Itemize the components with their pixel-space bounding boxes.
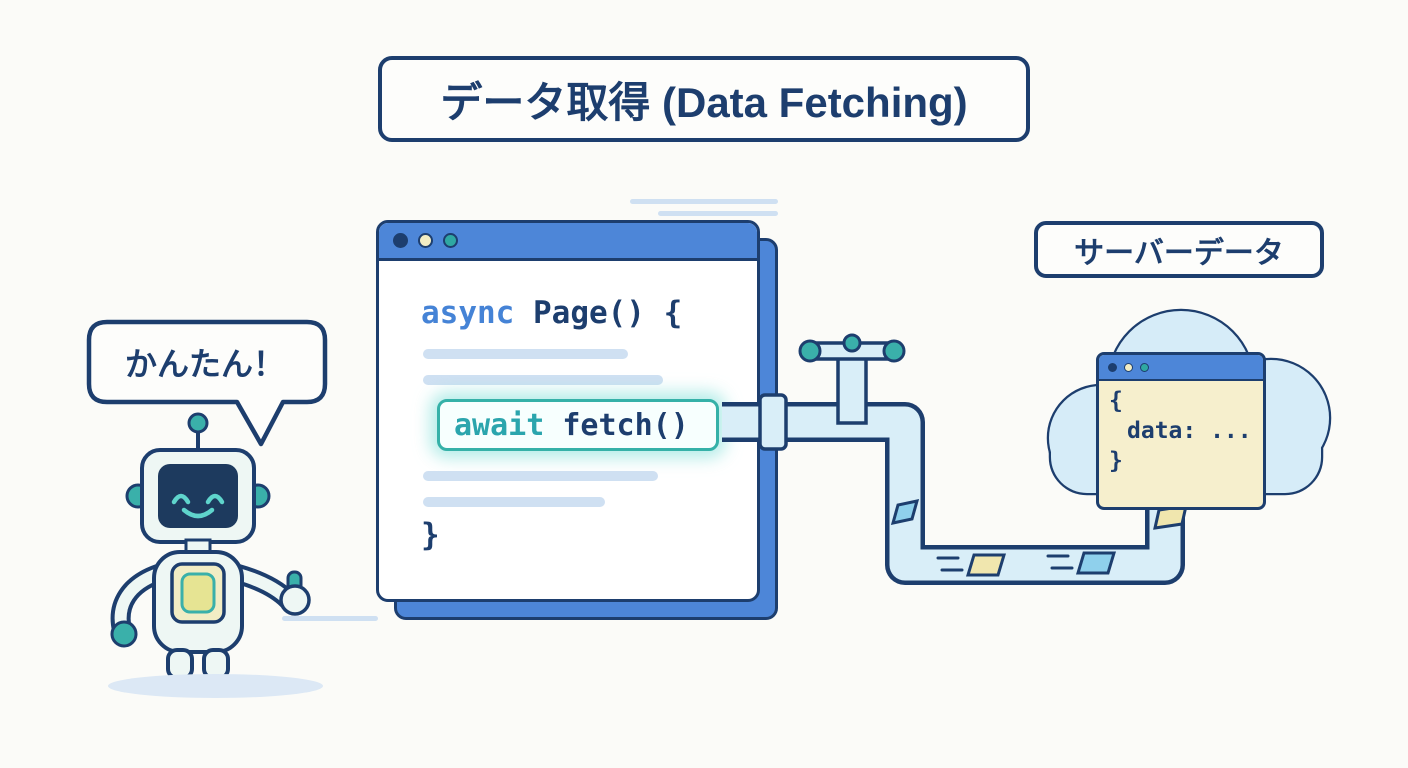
robot-hand-left xyxy=(110,620,138,648)
server-line-close: } xyxy=(1109,447,1123,474)
code-fetch-call: fetch() xyxy=(544,407,689,443)
await-fetch-highlight: await fetch() xyxy=(437,399,719,451)
title-box: データ取得 (Data Fetching) xyxy=(378,56,1030,142)
server-line-open: { xyxy=(1109,388,1123,414)
page-title: データ取得 (Data Fetching) xyxy=(440,78,968,126)
code-keyword-await: await xyxy=(454,407,545,443)
code-placeholder-line xyxy=(423,349,628,359)
speed-line xyxy=(630,199,778,204)
server-data-window: { data: ... } xyxy=(1096,352,1266,510)
window-control-dot-teal xyxy=(443,233,458,248)
code-line-async-page: async Page() { xyxy=(421,295,682,331)
window-control-dot-cream xyxy=(1124,362,1133,372)
data-packet-blue xyxy=(890,499,920,525)
data-packet-yellow xyxy=(965,553,1007,577)
code-page-signature: Page() { xyxy=(514,295,683,331)
speech-bubble-text: かんたん！ xyxy=(124,346,285,382)
faucet-handle-knob-center xyxy=(842,333,862,353)
server-titlebar xyxy=(1099,355,1263,381)
speech-bubble-shape xyxy=(86,319,328,447)
data-pipe xyxy=(722,333,1188,585)
robot-antenna-ball xyxy=(187,412,209,434)
robot-hand-right xyxy=(279,584,311,616)
robot-eye-left xyxy=(171,493,191,505)
window-control-dot-teal xyxy=(1140,362,1149,372)
browser-window: async Page() { await fetch() } xyxy=(376,220,760,602)
code-placeholder-line xyxy=(423,375,663,385)
robot-chest-screen xyxy=(180,572,216,614)
code-placeholder-line xyxy=(423,471,658,481)
code-keyword-async: async xyxy=(421,295,515,331)
window-control-dot-navy xyxy=(393,233,408,248)
server-label-box: サーバーデータ xyxy=(1034,221,1324,278)
speed-line xyxy=(658,211,778,216)
robot-smile xyxy=(181,507,215,519)
window-control-dot-cream xyxy=(418,233,433,248)
code-closing-brace: } xyxy=(421,517,440,553)
server-label: サーバーデータ xyxy=(1074,236,1284,270)
faucet-stem xyxy=(836,355,868,425)
browser-titlebar xyxy=(379,223,757,261)
robot-mascot xyxy=(110,412,311,680)
code-placeholder-line xyxy=(423,497,605,507)
faucet-handle-knob-left xyxy=(798,339,822,363)
robot-face-screen xyxy=(158,464,238,528)
server-json-snippet: { data: ... } xyxy=(1099,381,1263,483)
speech-bubble xyxy=(86,319,328,447)
speed-line xyxy=(282,616,378,621)
data-packet-blue xyxy=(1075,551,1117,575)
server-line-data: data: ... xyxy=(1127,417,1252,444)
faucet-handle-knob-right xyxy=(882,339,906,363)
robot-eye-right xyxy=(205,493,225,505)
pipe-flange xyxy=(758,393,788,451)
window-control-dot-navy xyxy=(1108,362,1117,372)
robot-shadow xyxy=(108,674,323,698)
